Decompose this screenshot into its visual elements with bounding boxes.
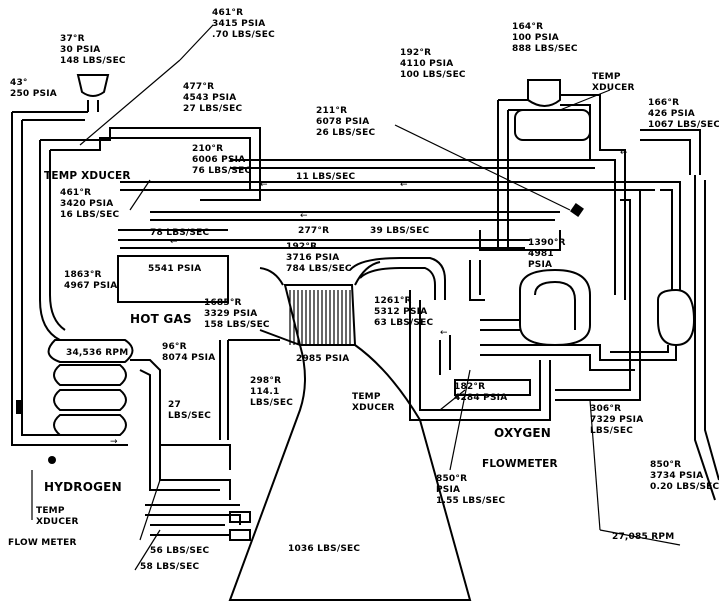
ox-flowmeter-label: FLOWMETER [482, 458, 558, 470]
svg-text:←: ← [260, 180, 268, 190]
oxygen-lower-ducts [409, 189, 641, 421]
flow-arrows: ← ← ← → ← ← ← [110, 148, 628, 447]
svg-text:←: ← [400, 180, 408, 190]
svg-text:←: ← [170, 237, 178, 247]
ox-temp-xducer-sensor [570, 203, 584, 217]
hydrogen-label: HYDROGEN [44, 480, 122, 494]
oxygen-label: OXYGEN [494, 426, 552, 440]
svg-text:←: ← [620, 148, 628, 158]
svg-text:←: ← [440, 328, 448, 338]
nozzle-flow-label: 1036 LBS/SEC [288, 544, 361, 554]
flow-56-label: 56 LBS/SEC [150, 546, 210, 556]
injector-tubes [289, 290, 351, 345]
h2-temp-xducer-sensor [16, 400, 56, 464]
nozzle-coolant-lines [130, 339, 280, 541]
oxygen-turbopump [469, 109, 640, 371]
svg-text:←: ← [300, 211, 308, 221]
flow-11-label: 11 LBS/SEC [296, 172, 356, 182]
hydrogen-main-loop [11, 111, 261, 446]
flow-58-label: 58 LBS/SEC [140, 562, 200, 572]
leader-lines [31, 24, 681, 571]
hydrogen-turbopump [47, 339, 134, 436]
flow-39-label: 39 LBS/SEC [370, 226, 430, 236]
chamber-pressure-label: 2985 PSIA [296, 354, 350, 364]
flow-78-label: 78 LBS/SEC [150, 228, 210, 238]
hpop-rpm-label: 27,085 RPM [612, 532, 675, 542]
ox-277-label: 277°R [298, 226, 330, 236]
svg-text:→: → [110, 437, 118, 447]
h2-flowmeter-label: FLOW METER [8, 538, 77, 548]
preburner-pressure-label: 5541 PSIA [148, 264, 202, 274]
main-combustion-chamber [228, 257, 472, 601]
temp-xducer-top-label: TEMP XDUCER [44, 170, 131, 182]
crossover-pipes [120, 159, 660, 249]
hydrogen-inlet-bowl [76, 74, 110, 112]
hpfp-rpm-label: 34,536 RPM [66, 348, 129, 358]
oxygen-pogo-accumulator [600, 129, 719, 501]
h2-tank-label: 43°250 PSIA [10, 78, 57, 99]
hot-gas-label: HOT GAS [130, 312, 192, 326]
